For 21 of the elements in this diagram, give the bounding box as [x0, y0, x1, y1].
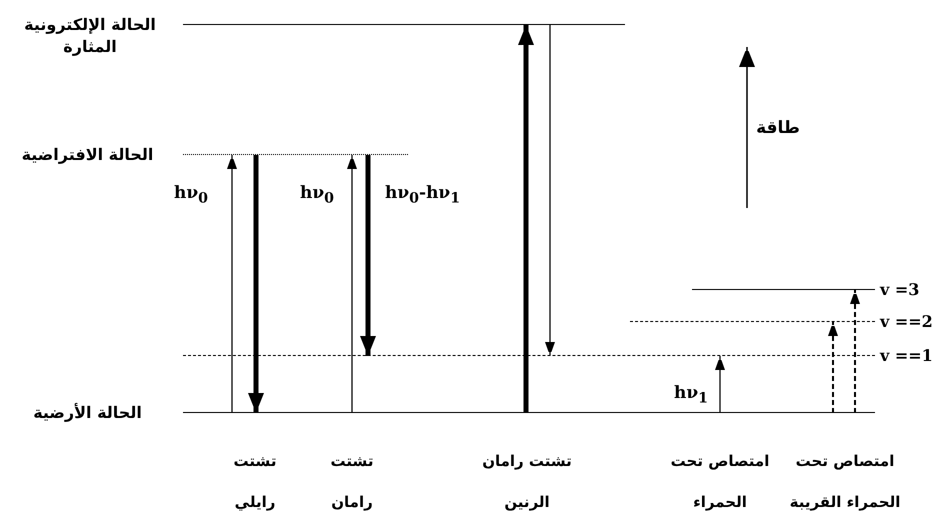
arrow	[347, 155, 357, 413]
level-label: v ==1	[880, 345, 934, 367]
axis-label: طاقة	[755, 117, 801, 140]
level-label: الحالة الإلكترونية المثارة	[23, 14, 157, 58]
arrow	[828, 322, 838, 413]
arrow	[227, 155, 237, 413]
level-label: الحالة الأرضية	[32, 402, 143, 424]
arrow	[545, 25, 555, 356]
arrow	[248, 155, 264, 413]
caption-text: تشتت رايلي	[232, 451, 278, 513]
arrow	[850, 290, 860, 413]
level-label: v =3	[880, 279, 920, 301]
arrow	[518, 25, 534, 413]
caption-text: تشتت رامان الرنين	[481, 451, 573, 513]
caption-text: تشتت رامان	[330, 451, 374, 513]
arrow	[360, 155, 376, 356]
level-label: v ==2	[880, 311, 934, 333]
caption-text: امتصاص تحت الحمراء	[670, 451, 770, 513]
arrow	[715, 356, 725, 413]
caption-text: امتصاص تحت الحمراء القريبة	[788, 451, 902, 513]
level-label: الحالة الافتراضية	[20, 144, 154, 166]
